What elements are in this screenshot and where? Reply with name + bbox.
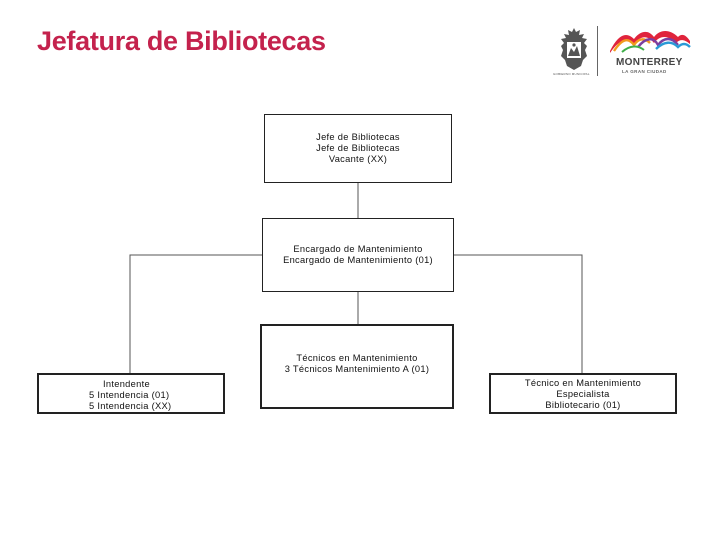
org-box-line: Técnicos en Mantenimiento [296,353,418,363]
org-box-line: Técnico en Mantenimiento [524,378,642,388]
org-box-intendente: Intendente 5 Intendencia (01) 5 Intenden… [37,373,225,414]
org-box-line: Jefe de Bibliotecas [316,132,400,142]
page-title: Jefatura de Bibliotecas [37,26,326,56]
org-box-line: 5 Intendencia (01) [89,390,170,400]
org-box-line: Intendente [103,379,150,389]
logo-name: MONTERREY [616,57,683,68]
mountain-logo-icon [610,31,691,53]
org-box-jefe-de-bibliotecas: Jefe de Bibliotecas Jefe de Bibliotecas … [264,114,452,183]
crest-caption: GOBIERNO MUNICIPAL [553,72,590,76]
connector-branch-tecnico-especialista [454,254,583,373]
org-box-encargado-de-mantenimiento: Encargado de Mantenimiento Encargado de … [262,218,454,292]
org-box-line: Especialista [556,389,610,399]
org-box-line: Vacante (XX) [328,154,388,164]
city-crest-icon [561,28,587,70]
logo-tagline: LA GRAN CIUDAD [622,69,667,74]
logo-divider [597,26,598,76]
org-box-line: Bibliotecario (01) [545,400,621,410]
org-box-tecnico-especialista: Técnico en Mantenimiento Especialista Bi… [489,373,677,414]
org-box-line: 5 Intendencia (XX) [89,401,172,411]
org-box-line: 3 Técnicos Mantenimiento A (01) [284,364,430,374]
monterrey-logo: GOBIERNO MUNICIPAL MONTERREY LA GRAN CIU… [550,22,695,78]
org-box-line: Jefe de Bibliotecas [316,143,400,153]
org-box-line: Encargado de Mantenimiento (01) [283,255,433,265]
org-box-tecnicos-en-mantenimiento: Técnicos en Mantenimiento 3 Técnicos Man… [260,324,454,409]
org-box-line: Encargado de Mantenimiento [293,244,423,254]
connector-branch-intendente [129,254,262,373]
